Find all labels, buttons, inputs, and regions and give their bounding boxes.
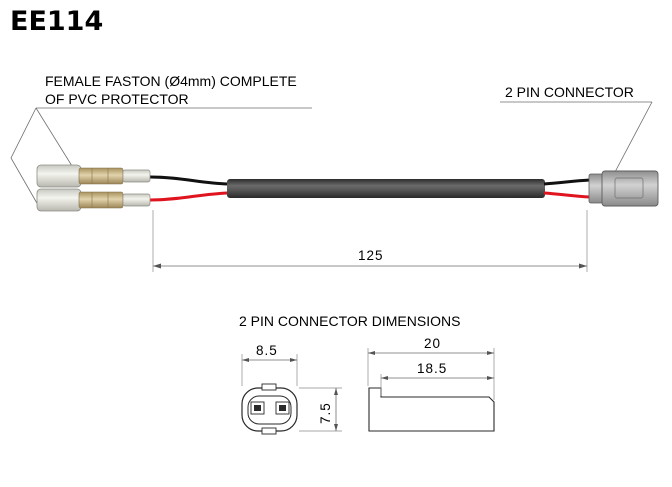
- faston-terminal-lower: [36, 188, 151, 212]
- dimension-side-body-label: 18.5: [417, 361, 447, 376]
- wire-red-right: [543, 191, 591, 199]
- connector-leader: [614, 101, 653, 173]
- connector-label: 2 PIN CONNECTOR: [505, 84, 634, 100]
- faston-leader-lower: [10, 107, 39, 206]
- dimension-side-body: [380, 374, 494, 396]
- dimension-front-height: [299, 387, 342, 432]
- wire-black-left: [149, 175, 229, 186]
- faston-label-line1: FEMALE FASTON (Ø4mm) COMPLETE: [45, 73, 297, 89]
- dimension-cable-length: [152, 210, 588, 272]
- dimension-front-width: [241, 354, 298, 386]
- part-number-title: EE114: [10, 6, 103, 37]
- dimension-front-width-label: 8.5: [256, 343, 278, 358]
- wire-red-left: [149, 191, 229, 202]
- connector-dimensions-heading: 2 PIN CONNECTOR DIMENSIONS: [239, 313, 460, 329]
- faston-leader-upper: [35, 107, 73, 167]
- dimension-side-total: [367, 348, 495, 400]
- dimension-front-height-label: 7.5: [318, 402, 333, 424]
- connector-front-view: [241, 383, 298, 435]
- faston-terminal-upper: [36, 164, 151, 188]
- two-pin-connector: [588, 170, 659, 207]
- connector-side-view: [368, 387, 495, 432]
- faston-label-line2: OF PVC PROTECTOR: [45, 91, 189, 107]
- cable-sheath: [227, 179, 545, 198]
- dimension-side-total-label: 20: [424, 336, 441, 351]
- dimension-cable-length-label: 125: [358, 248, 384, 263]
- wire-black-right: [543, 178, 591, 186]
